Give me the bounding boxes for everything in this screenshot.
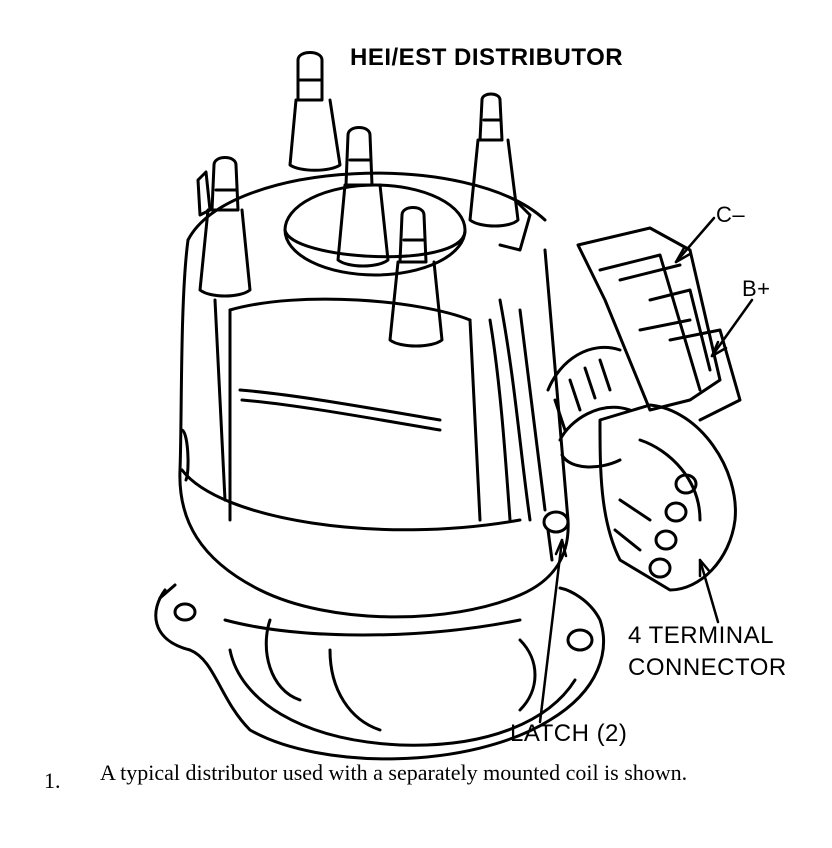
wire-harness — [546, 345, 632, 469]
label-latch: LATCH (2) — [510, 720, 628, 747]
distributor-cap — [178, 171, 570, 619]
label-connector-line2: CONNECTOR — [628, 654, 787, 681]
leader-arrows — [538, 216, 754, 724]
label-c-minus: C– — [716, 202, 746, 227]
caption-number: 1. — [44, 768, 61, 793]
connector-body — [576, 226, 742, 592]
diagram-title: HEI/EST DISTRIBUTOR — [350, 44, 624, 71]
label-connector-line1: 4 TERMINAL — [628, 622, 774, 649]
label-b-plus: B+ — [742, 276, 771, 301]
base-flange — [154, 583, 605, 761]
latch — [542, 510, 570, 562]
terminal-towers — [196, 51, 532, 348]
caption-text: A typical distributor used with a separa… — [100, 760, 688, 785]
